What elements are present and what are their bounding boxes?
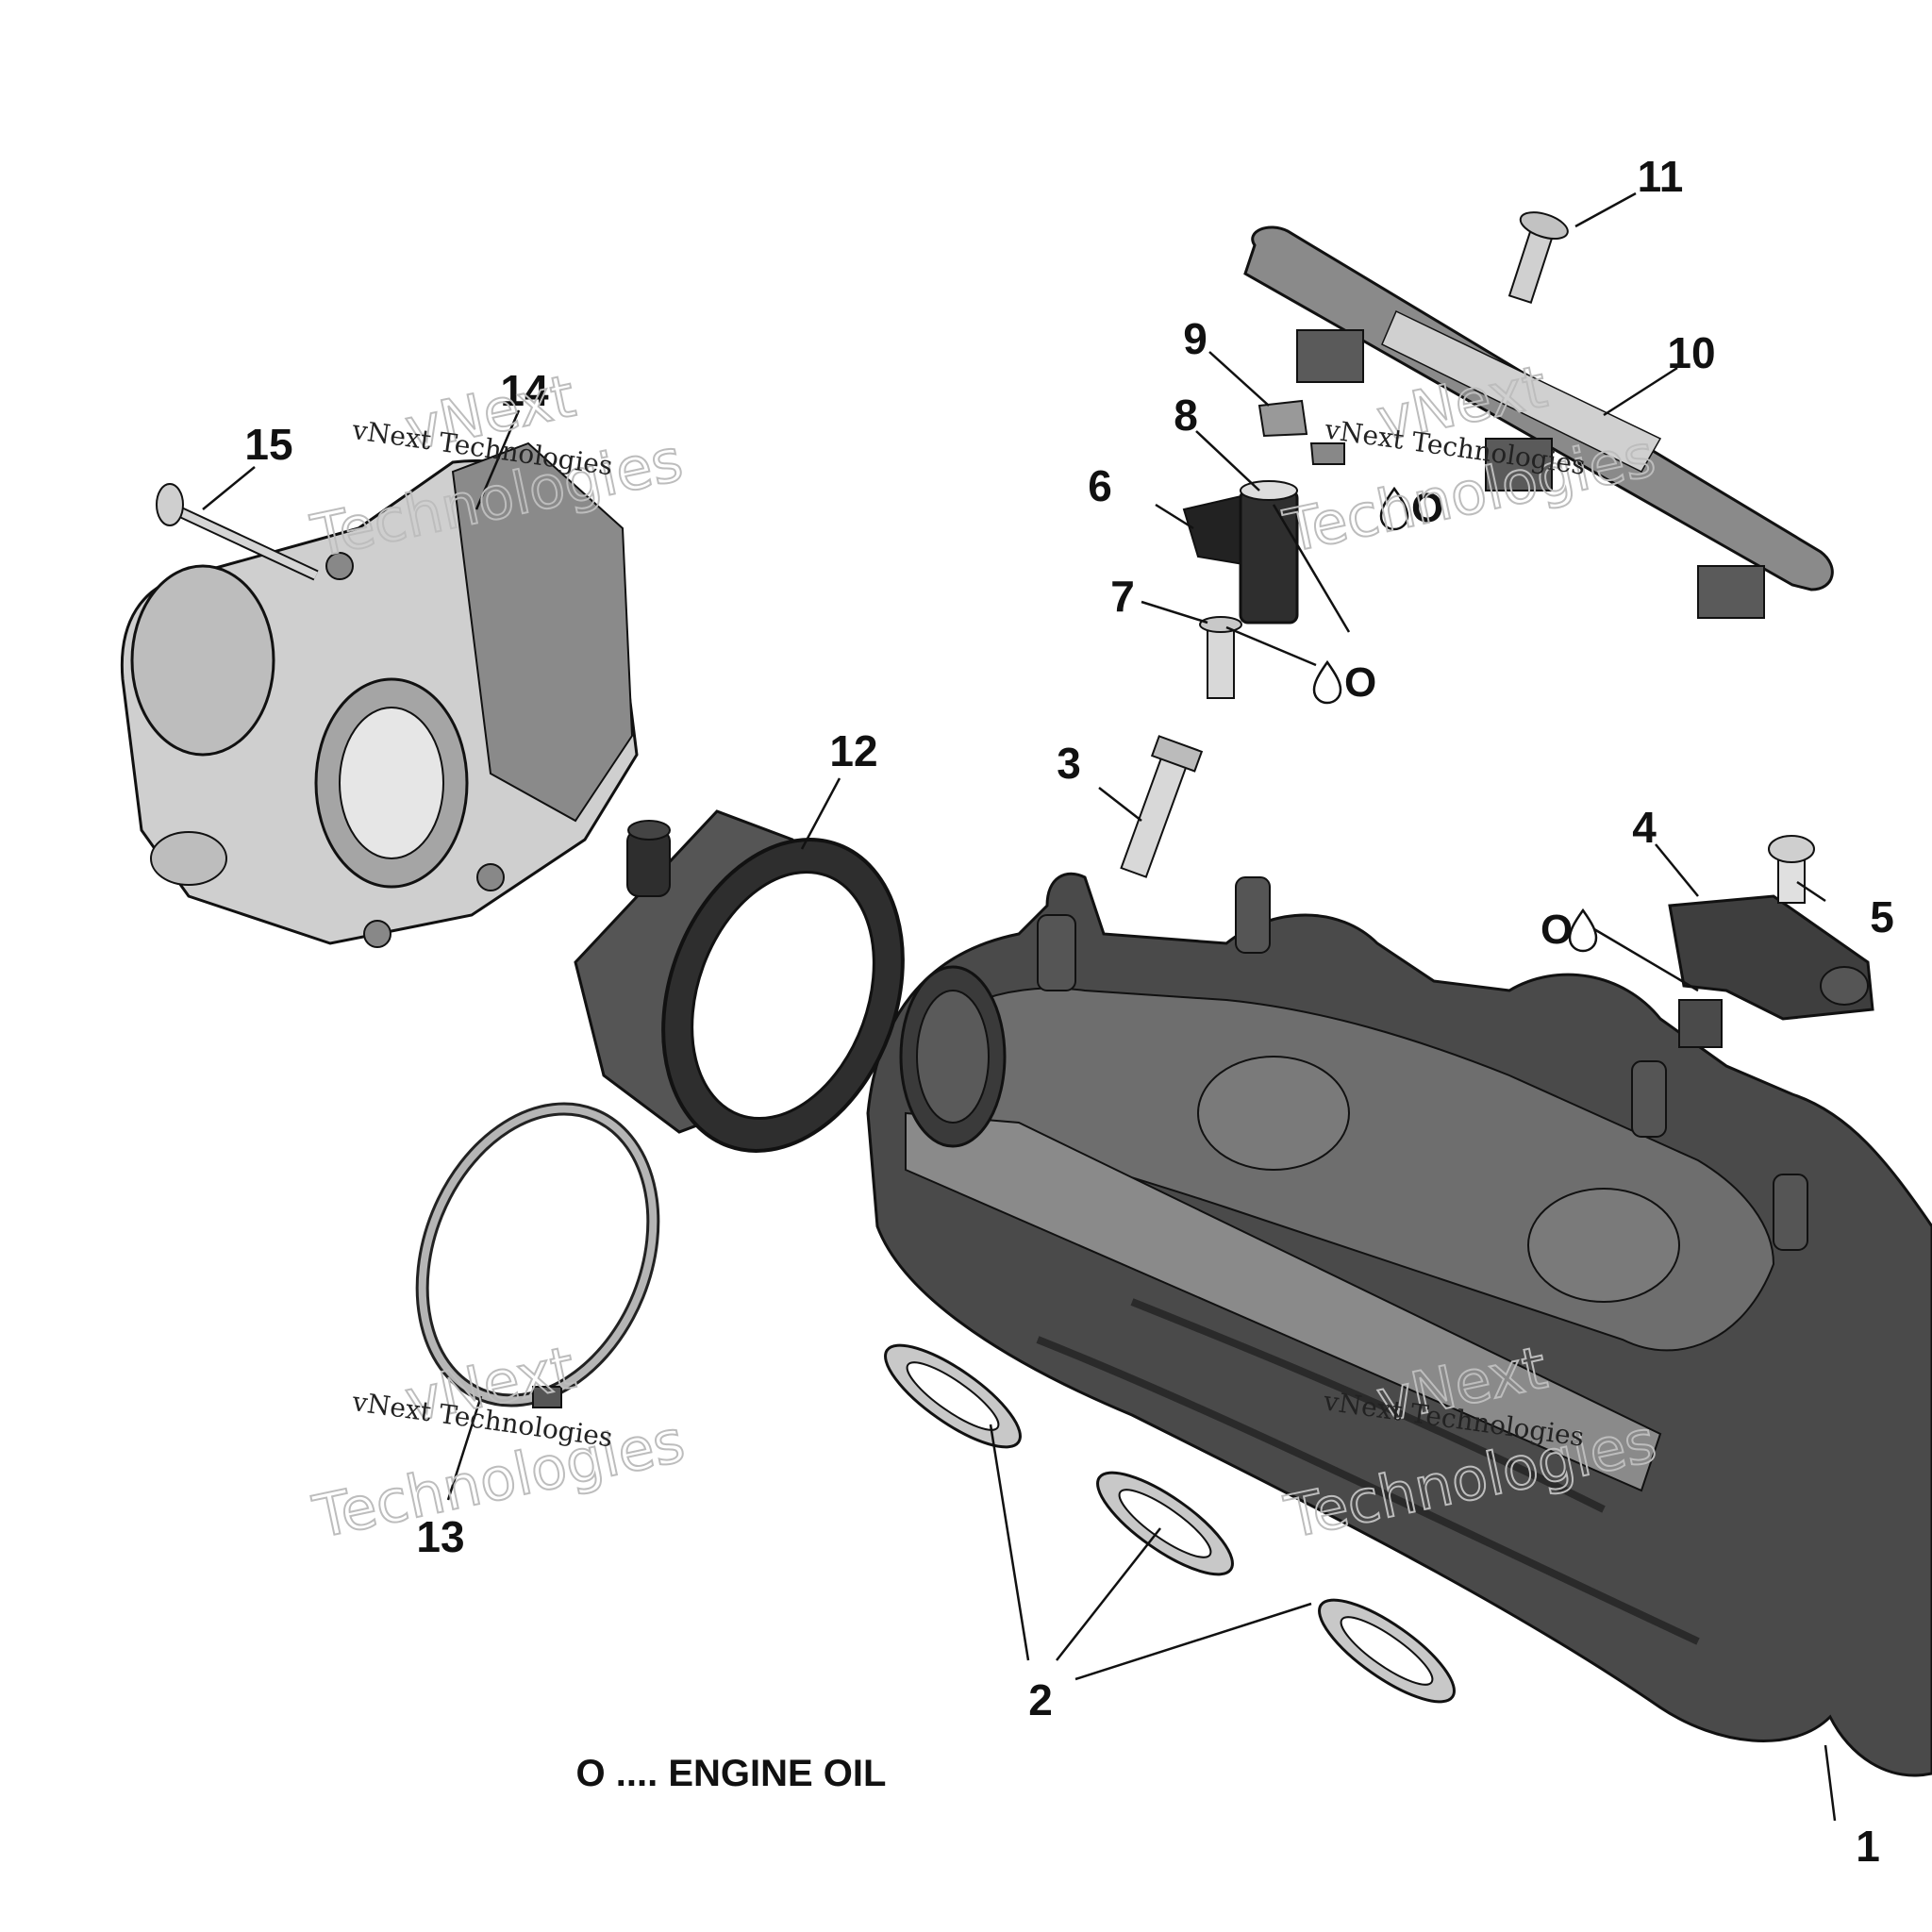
- hose-clamp: [415, 1102, 660, 1408]
- oil-marker-injector-top: O: [1379, 485, 1443, 531]
- callout-14: 14: [500, 366, 549, 415]
- callout-11: 11: [1638, 152, 1684, 201]
- intake-orings: [884, 1343, 1456, 1704]
- callout-1: 1: [1856, 1822, 1880, 1871]
- callout-3: 3: [1057, 739, 1081, 788]
- oring: [1096, 1471, 1234, 1576]
- legend-engine-oil: O .... ENGINE OIL: [576, 1753, 887, 1794]
- callout-9: 9: [1183, 314, 1208, 363]
- callout-2: 2: [1028, 1675, 1053, 1724]
- oring: [884, 1343, 1022, 1449]
- oil-drop-icon: [1379, 486, 1409, 531]
- callout-4: 4: [1632, 803, 1657, 852]
- oil-drop-icon: [1312, 659, 1342, 705]
- fuel-injector: [1239, 480, 1299, 625]
- oil-marker-label: O: [1411, 485, 1443, 531]
- callout-10: 10: [1667, 328, 1715, 377]
- callout-15: 15: [244, 420, 292, 469]
- callout-5: 5: [1870, 892, 1894, 941]
- oil-marker-sensor: O: [1541, 907, 1598, 953]
- oil-marker-label: O: [1541, 907, 1573, 953]
- callout-12: 12: [829, 726, 877, 775]
- callout-8: 8: [1174, 391, 1198, 440]
- callout-13: 13: [416, 1512, 464, 1561]
- oil-marker-injector-bottom: O: [1312, 659, 1376, 706]
- oring: [1318, 1598, 1456, 1704]
- throttle-adapter: [574, 809, 905, 1153]
- callout-6: 6: [1088, 461, 1112, 510]
- callout-7: 7: [1110, 572, 1135, 621]
- throttle-body-screw: [156, 483, 319, 581]
- injector-clip: [1257, 399, 1345, 465]
- oil-drop-icon: [1568, 908, 1598, 953]
- injector-lower-oring: [1199, 616, 1242, 699]
- throttle-body: [120, 441, 639, 948]
- oil-marker-label: O: [1344, 659, 1376, 706]
- fuel-rail: [1243, 225, 1834, 619]
- sensor-screw: [1768, 835, 1815, 904]
- engine-oil-markers: O O O: [1312, 485, 1598, 953]
- rail-screw: [1507, 211, 1569, 305]
- map-sensor: [1668, 894, 1874, 1048]
- intake-manifold: [866, 872, 1932, 1777]
- manifold-screw: [1120, 735, 1204, 878]
- leader-lines: [202, 192, 1837, 1822]
- callout-labels: 1 2 3 4 5 6 7 8 9 10 11 12 13 14 15: [244, 152, 1893, 1871]
